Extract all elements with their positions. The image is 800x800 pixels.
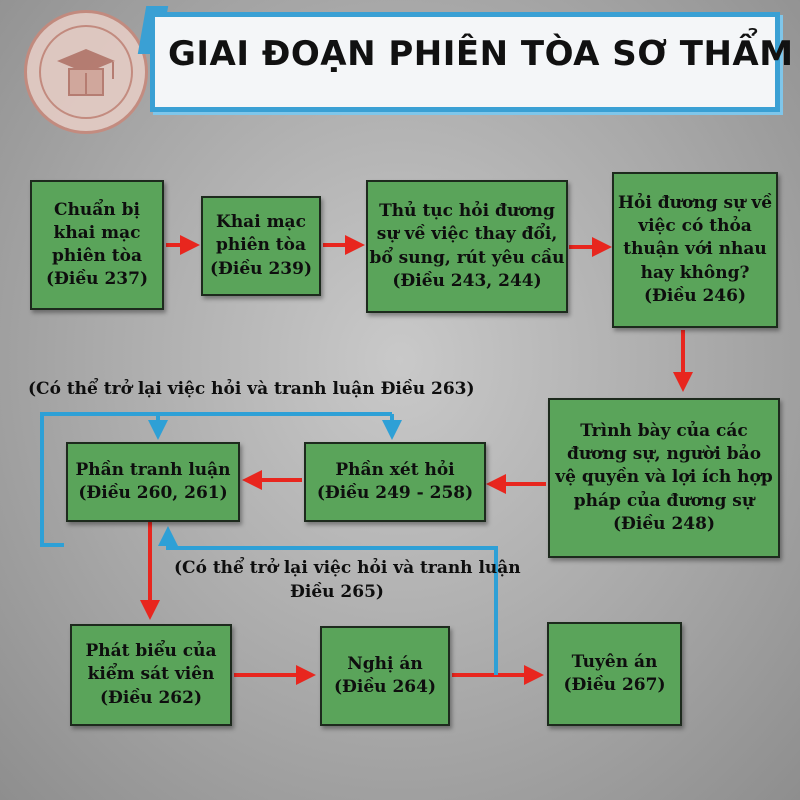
step-article: (Điều 246) [644,285,746,306]
step-label: Trình bày của các [580,421,748,442]
step-label: Tuyên án [571,651,658,672]
step-article: (Điều 264) [334,677,436,697]
step-nghi-an: Nghị án (Điều 264) [320,626,450,726]
step-article: (Điều 248) [613,513,715,534]
step-tuyen-an: Tuyên án (Điều 267) [547,622,682,726]
step-article: (Điều 249 - 258) [316,483,474,503]
step-label: pháp của đương sự [573,490,755,511]
step-phan-tranh-luan: Phần tranh luận (Điều 260, 261) [66,442,240,522]
step-article: (Điều 267) [563,675,666,695]
step-label: sự về việc thay đổi, [376,224,558,245]
note-return-265-line1: (Có thể trở lại việc hỏi và tranh luận [174,558,521,578]
step-label: việc có thỏa [638,216,752,237]
step-article: (Điều 260, 261) [78,483,228,503]
step-label: Chuẩn bị [54,199,140,220]
step-label: hay không? [640,262,750,283]
note-return-263: (Có thể trở lại việc hỏi và tranh luận Đ… [28,379,475,399]
step-article: (Điều 237) [46,269,148,290]
step-phan-xet-hoi: Phần xét hỏi (Điều 249 - 258) [304,442,486,522]
step-label: Phát biểu của [85,641,217,662]
step-phat-bieu-kiem-sat-vien: Phát biểu của kiểm sát viên (Điều 262) [70,624,232,726]
step-trinh-bay-duong-su: Trình bày của các đương sự, người bảo vệ… [548,398,780,558]
step-label: Phần tranh luận [75,459,231,480]
step-label: khai mạc [53,222,141,243]
step-label: kiểm sát viên [87,664,215,685]
step-label: Thủ tục hỏi đương [379,201,555,222]
step-article: (Điều 262) [100,687,202,708]
step-article: (Điều 243, 244) [392,270,542,291]
step-label: Khai mạc [216,212,306,233]
step-thu-tuc-hoi-duong-su: Thủ tục hỏi đương sự về việc thay đổi, b… [366,180,568,313]
step-article: (Điều 239) [210,258,312,279]
step-khai-mac-phien-toa: Khai mạc phiên tòa (Điều 239) [201,196,321,296]
step-label: Nghị án [347,653,423,674]
page-title: GIAI ĐOẠN PHIÊN TÒA SƠ THẨM [168,34,794,74]
loop-263-path [40,412,392,547]
step-label: Hỏi đương sự về [617,193,773,214]
step-label: bổ sung, rút yêu cầu [369,247,565,268]
step-label: Phần xét hỏi [335,459,455,480]
title-banner [150,12,780,112]
step-label: vệ quyền và lợi ích hợp [555,467,773,488]
step-label: đương sự, người bảo [566,444,762,465]
loop-265-path [158,526,498,675]
note-return-265-line2: Điều 265) [290,582,384,602]
step-chuan-bi-khai-mac: Chuẩn bị khai mạc phiên tòa (Điều 237) [30,180,164,310]
university-logo [24,10,148,134]
step-hoi-duong-su-thoa-thuan: Hỏi đương sự về việc có thỏa thuận với n… [612,172,778,328]
step-label: phiên tòa [51,246,142,266]
step-label: phiên tòa [215,235,306,256]
step-label: thuận với nhau [623,239,767,260]
